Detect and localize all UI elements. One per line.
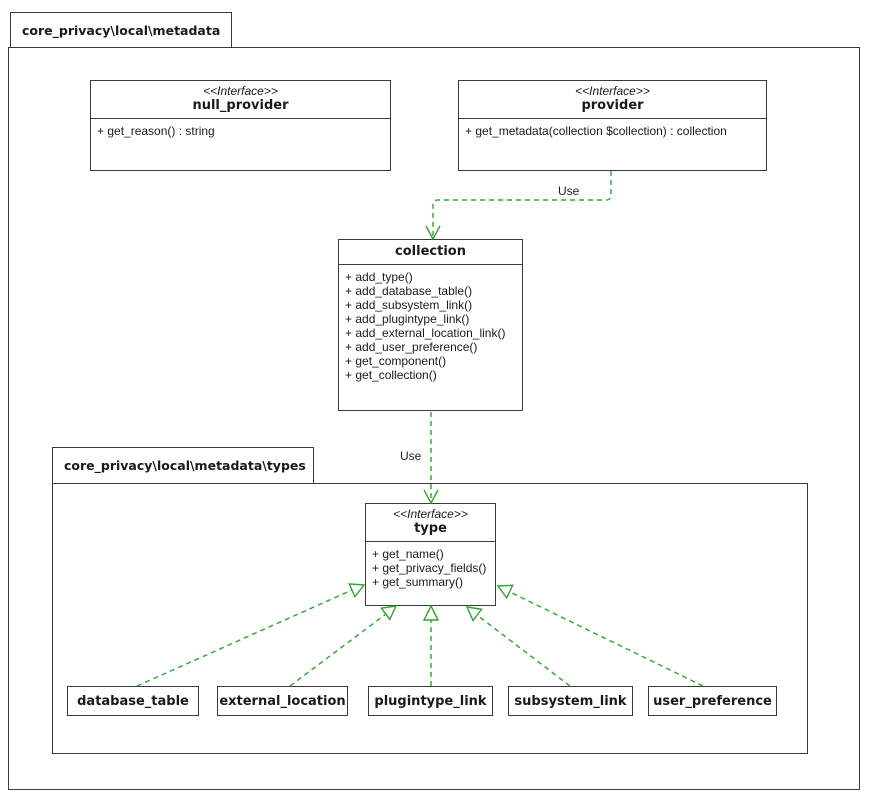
class-collection: collection + add_type() + add_database_t… bbox=[338, 239, 523, 411]
class-header: <<Interface>> provider bbox=[459, 81, 766, 119]
package-label: core_privacy\local\metadata bbox=[22, 22, 221, 38]
class-provider: <<Interface>> provider + get_metadata(co… bbox=[458, 80, 767, 171]
class-methods: + get_metadata(collection $collection) :… bbox=[459, 119, 766, 143]
method-line: + get_component() bbox=[345, 354, 447, 368]
class-user-preference: user_preference bbox=[648, 686, 777, 716]
class-type: <<Interface>> type + get_name() + get_pr… bbox=[365, 503, 496, 606]
method-line: + get_summary() bbox=[372, 575, 464, 589]
class-database-table: database_table bbox=[67, 686, 199, 716]
method-line: + add_database_table() bbox=[345, 284, 473, 298]
use-edge-label: Use bbox=[400, 449, 422, 463]
package-types-body bbox=[52, 483, 808, 754]
class-name: plugintype_link bbox=[374, 693, 487, 709]
class-name: user_preference bbox=[653, 693, 772, 709]
class-name: external_location bbox=[219, 693, 346, 709]
class-name: collection bbox=[395, 244, 466, 259]
method-line: + get_metadata(collection $collection) :… bbox=[465, 124, 727, 138]
class-header: <<Interface>> type bbox=[366, 504, 495, 542]
class-header: <<Interface>> null_provider bbox=[91, 81, 390, 119]
class-methods: + add_type() + add_database_table() + ad… bbox=[339, 265, 522, 387]
method-line: + add_external_location_link() bbox=[345, 326, 506, 340]
method-line: + add_user_preference() bbox=[345, 340, 478, 354]
class-name: database_table bbox=[77, 693, 189, 709]
method-line: + add_subsystem_link() bbox=[345, 298, 473, 312]
stereotype-label: <<Interface>> bbox=[203, 84, 278, 98]
stereotype-label: <<Interface>> bbox=[575, 84, 650, 98]
class-null-provider: <<Interface>> null_provider + get_reason… bbox=[90, 80, 391, 171]
method-line: + get_reason() : string bbox=[97, 124, 215, 138]
use-edge-label: Use bbox=[558, 184, 580, 198]
method-line: + get_privacy_fields() bbox=[372, 561, 487, 575]
class-name: type bbox=[414, 521, 447, 536]
class-methods: + get_reason() : string bbox=[91, 119, 390, 143]
class-subsystem-link: subsystem_link bbox=[508, 686, 633, 716]
class-name: null_provider bbox=[192, 98, 289, 113]
class-name: provider bbox=[581, 98, 644, 113]
method-line: + get_name() bbox=[372, 547, 444, 561]
class-header: collection bbox=[339, 240, 522, 265]
package-core-privacy-local-metadata-tab: core_privacy\local\metadata bbox=[10, 12, 232, 48]
package-core-privacy-local-metadata-body bbox=[8, 47, 860, 790]
method-line: + add_type() bbox=[345, 270, 413, 284]
class-name: subsystem_link bbox=[514, 693, 627, 709]
stereotype-label: <<Interface>> bbox=[393, 507, 468, 521]
method-line: + add_plugintype_link() bbox=[345, 312, 470, 326]
class-external-location: external_location bbox=[217, 686, 348, 716]
package-label: core_privacy\local\metadata\types bbox=[64, 458, 306, 473]
method-line: + get_collection() bbox=[345, 368, 437, 382]
class-methods: + get_name() + get_privacy_fields() + ge… bbox=[366, 542, 495, 594]
package-types-tab: core_privacy\local\metadata\types bbox=[52, 447, 314, 484]
class-plugintype-link: plugintype_link bbox=[368, 686, 493, 716]
